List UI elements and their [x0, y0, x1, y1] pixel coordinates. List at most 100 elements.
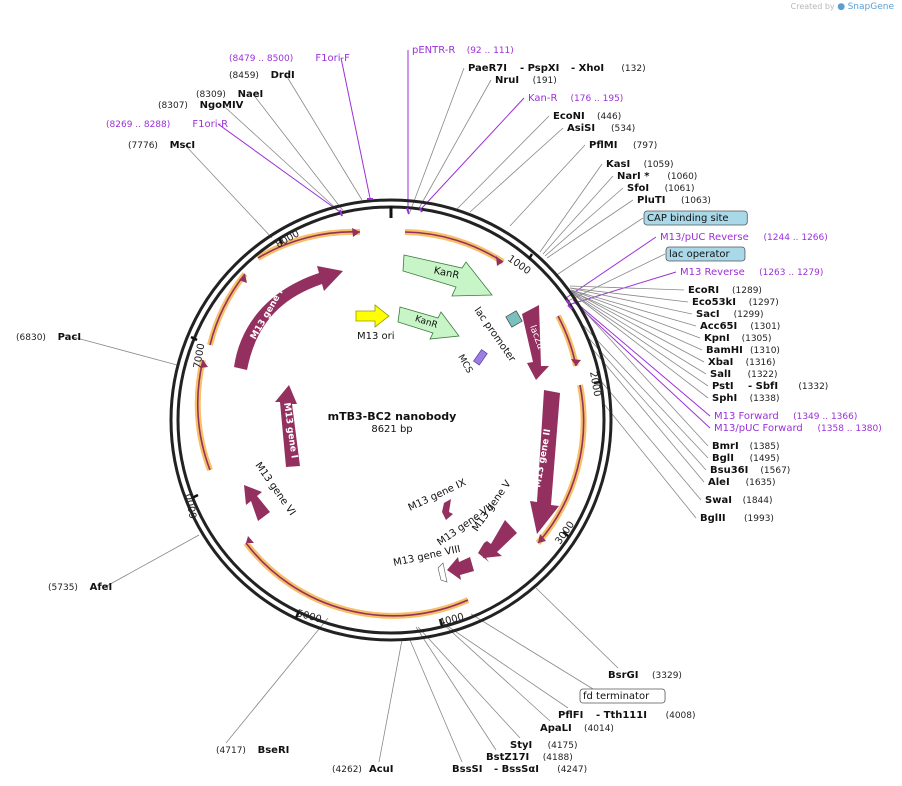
site-label-nari[interactable]: NarI *(1060) — [617, 171, 697, 182]
site-label-kan-r-primer[interactable]: Kan-R(176 .. 195) — [528, 93, 623, 104]
site-label-ecori[interactable]: EcoRI(1289) — [688, 285, 762, 296]
site-name-apali: ApaLI — [540, 723, 572, 734]
site-label-econi[interactable]: EcoNI(446) — [553, 111, 621, 122]
site-label-f1ori-f[interactable]: F1ori-F(8479 .. 8500) — [229, 53, 350, 64]
site-label-bglii[interactable]: BglII(1993) — [700, 513, 774, 524]
site-label-msci[interactable]: MscI(7776) — [128, 140, 195, 151]
site-name-sali: SalI — [710, 369, 731, 380]
feature-lacza[interactable]: lacZα — [522, 305, 549, 380]
feature-m13-gene-iv[interactable]: M13 gene IV — [234, 266, 343, 370]
site-label-bstz17i[interactable]: BstZ17I(4188) — [486, 752, 573, 763]
highlight-lac — [555, 314, 579, 367]
site-label-swai[interactable]: SwaI(1844) — [705, 495, 773, 506]
site-label-bseri[interactable]: BseRI(4717) — [216, 745, 289, 756]
site-label-nrui[interactable]: NruI(191) — [495, 75, 557, 86]
site-label-naei[interactable]: NaeI(8309) — [196, 89, 263, 100]
site-label-cap-binding-site[interactable]: CAP binding site — [643, 210, 748, 226]
site-label-tth111i[interactable]: - Tth111I(4008) — [596, 710, 696, 721]
site-label-m13-reverse[interactable]: M13 Reverse(1263 .. 1279) — [680, 267, 823, 278]
plasmid-name: mTB3-BC2 nanobody — [328, 410, 457, 423]
site-label-acui-pos[interactable]: (4262) — [332, 765, 362, 775]
site-name-fd-terminator: fd terminator — [583, 691, 650, 702]
arc-arrowheads — [200, 228, 581, 543]
site-label-xhoi[interactable]: - XhoI(132) — [571, 63, 646, 74]
site-label-ngomiv[interactable]: NgoMIV(8307) — [158, 100, 244, 111]
site-label-m13-puc-forward[interactable]: M13/pUC Forward(1358 .. 1380) — [714, 423, 882, 434]
feature-kanr-inner[interactable]: KanR — [397, 306, 460, 340]
site-label-m13-puc-reverse[interactable]: M13/pUC Reverse(1244 .. 1266) — [660, 232, 828, 243]
site-label-kasi[interactable]: KasI(1059) — [606, 159, 674, 170]
site-label-bsu36i[interactable]: Bsu36I(1567) — [710, 465, 790, 476]
site-label-bsssi[interactable]: BssSI — [452, 764, 482, 775]
site-label-psti[interactable]: PstI — [712, 381, 734, 392]
leader-eco53ki — [569, 287, 689, 303]
site-label-xbai[interactable]: XbaI(1316) — [708, 357, 776, 368]
leader-swai — [599, 379, 702, 501]
site-label-paer7i[interactable]: PaeR7I — [468, 63, 507, 74]
feature-m13-gene-viii[interactable]: M13 gene VIII — [392, 544, 474, 583]
feature-m13-gene-ix[interactable]: M13 gene IX — [407, 477, 468, 520]
site-label-kpni[interactable]: KpnI(1305) — [704, 333, 772, 344]
site-label-saci[interactable]: SacI(1299) — [696, 309, 764, 320]
feature-m13-gene-i[interactable]: M13 gene I — [275, 385, 300, 467]
feature-kanr-outer[interactable]: KanR — [402, 254, 493, 297]
site-name-f1ori-f: F1ori-F — [315, 53, 350, 64]
site-label-sbfi[interactable]: - SbfI(1332) — [748, 381, 828, 392]
site-label-pflfi[interactable]: PflFI — [558, 710, 583, 721]
site-name-saci: SacI — [696, 309, 720, 320]
site-pos-acui-pos: (4262) — [332, 765, 362, 775]
site-label-pci[interactable]: PacI(6830) — [16, 332, 81, 343]
leader-m13-forward — [572, 299, 711, 417]
site-label-sphi[interactable]: SphI(1338) — [712, 393, 780, 404]
leader-asisi — [469, 127, 564, 213]
site-label-sfoi[interactable]: SfoI(1061) — [627, 183, 695, 194]
site-pos-afei: (5735) — [48, 583, 78, 593]
site-label-bsrgi[interactable]: BsrGI(3329) — [608, 670, 682, 681]
site-name-sfoi: SfoI — [627, 183, 649, 194]
site-label-f1ori-r[interactable]: F1ori-R(8269 .. 8288) — [106, 119, 228, 130]
site-pos-bgli: (1495) — [750, 454, 780, 464]
site-pos-econi: (446) — [597, 112, 621, 122]
site-label-apali[interactable]: ApaLI(4014) — [540, 723, 614, 734]
feature-mcs[interactable]: MCS — [455, 349, 488, 376]
site-label-styi[interactable]: StyI(4175) — [510, 740, 578, 751]
leader-sali — [571, 291, 707, 375]
site-label-eco53ki[interactable]: Eco53kI(1297) — [692, 297, 779, 308]
leader-acui — [378, 639, 403, 763]
site-pos-ecori: (1289) — [732, 286, 762, 296]
site-label-m13-forward[interactable]: M13 Forward(1349 .. 1366) — [714, 411, 857, 422]
feature-m13-gene-vi[interactable]: M13 gene VI — [244, 460, 297, 521]
site-label-afei[interactable]: AfeI(5735) — [48, 582, 112, 593]
site-name-bsu36i: Bsu36I — [710, 465, 748, 476]
site-label-acui[interactable]: AcuI — [369, 764, 394, 775]
site-label-drdi[interactable]: DrdI(8459) — [229, 70, 295, 81]
site-label-bgli[interactable]: BglI(1495) — [712, 453, 780, 464]
site-label-pluti[interactable]: PluTI(1063) — [637, 195, 711, 206]
site-label-fd-terminator[interactable]: fd terminator — [579, 688, 666, 704]
site-name-eco53ki: Eco53kI — [692, 297, 736, 308]
site-label-pflmi[interactable]: PflMI(797) — [589, 140, 657, 151]
site-label-asisi[interactable]: AsiSI(534) — [567, 123, 635, 134]
leader-apali — [441, 622, 551, 722]
site-label-lac-operator[interactable]: lac operator — [665, 246, 746, 262]
site-label-alei[interactable]: AleI(1635) — [708, 477, 776, 488]
site-name-pflfi: PflFI — [558, 710, 583, 721]
site-name-pluti: PluTI — [637, 195, 665, 206]
site-label-acc65i[interactable]: Acc65I(1301) — [700, 321, 780, 332]
site-name-kpni: KpnI — [704, 333, 730, 344]
site-label-pentr-r[interactable]: pENTR-R(92 .. 111) — [412, 45, 514, 56]
tick-2000: 2000 — [587, 371, 602, 398]
site-name-ngomiv: NgoMIV — [200, 100, 244, 111]
leader-fd-terminator — [470, 613, 594, 690]
site-name-m13-reverse: M13 Reverse — [680, 267, 745, 278]
site-label-sali[interactable]: SalI(1322) — [710, 369, 778, 380]
site-label-bsssai[interactable]: - BssSαI(4247) — [494, 764, 587, 775]
site-label-bamhi[interactable]: BamHI(1310) — [706, 345, 780, 356]
site-label-bmri[interactable]: BmrI(1385) — [712, 441, 780, 452]
tick-6000: 6000 — [185, 492, 200, 519]
site-label-pspxi[interactable]: - PspXI — [520, 63, 559, 74]
feature-m13-gene-ii[interactable]: M13 gene II — [530, 390, 560, 534]
feature-m13-ori[interactable]: M13 ori — [355, 304, 395, 342]
site-pos-drdi: (8459) — [229, 71, 259, 81]
highlight-kanr — [404, 229, 505, 265]
